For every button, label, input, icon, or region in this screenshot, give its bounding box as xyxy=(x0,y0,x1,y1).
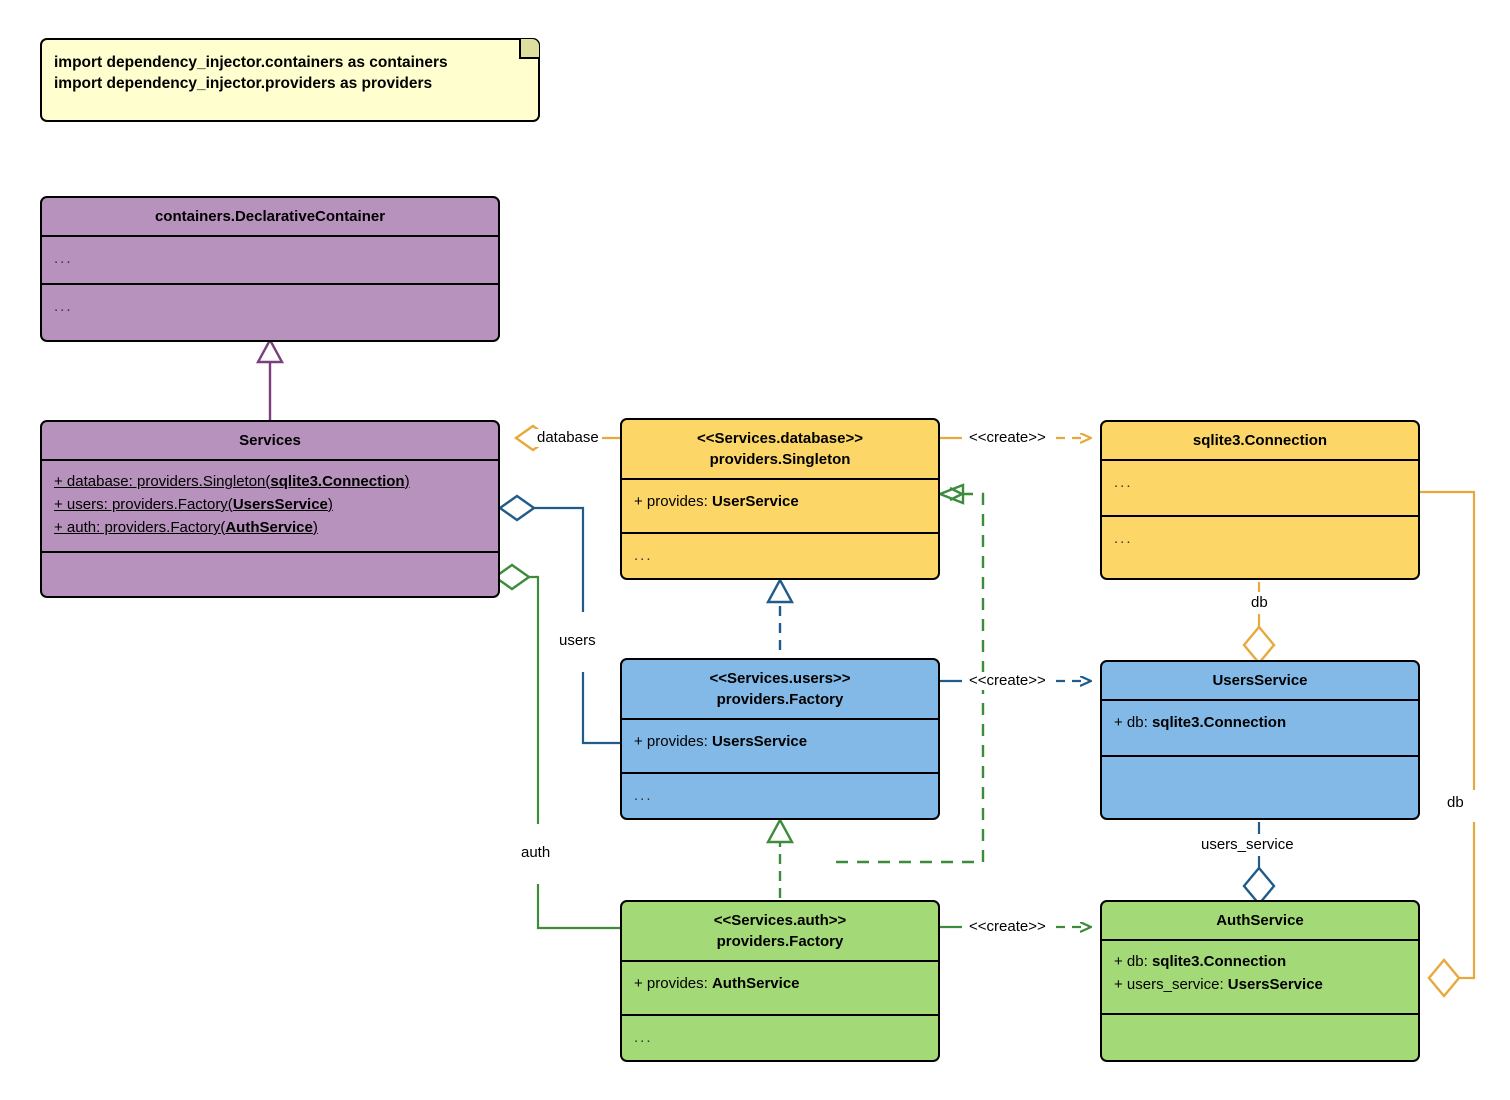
attributes-compartment: + db: sqlite3.Connection xyxy=(1102,701,1418,755)
class-name: providers.Singleton xyxy=(709,451,851,468)
attribute-provides: + provides: AuthService xyxy=(634,975,800,992)
attribute-users: + users: providers.Factory(UsersService) xyxy=(54,496,333,513)
edge-label-database: database xyxy=(534,429,602,447)
edge-label-db-auth: db xyxy=(1444,794,1467,812)
attributes-compartment: ... xyxy=(1102,461,1418,515)
class-name: providers.Factory xyxy=(716,691,844,708)
divider xyxy=(1102,1013,1418,1015)
divider xyxy=(622,718,938,720)
divider xyxy=(42,459,498,461)
class-title-declarative-container: containers.DeclarativeContainer xyxy=(154,208,386,225)
methods-compartment xyxy=(42,553,498,593)
class-services-database[interactable]: <<Services.database>> providers.Singleto… xyxy=(620,418,940,580)
divider xyxy=(622,478,938,480)
class-title-services-database: <<Services.database>> providers.Singleto… xyxy=(622,420,938,478)
divider xyxy=(622,960,938,962)
class-title-users-service: UsersService xyxy=(1212,672,1308,689)
attributes-compartment: ... xyxy=(42,237,498,283)
methods-compartment: ... xyxy=(622,1016,938,1060)
class-declarative-container[interactable]: containers.DeclarativeContainer ... ... xyxy=(40,196,500,342)
class-title-services-auth: <<Services.auth>> providers.Factory xyxy=(622,902,938,960)
divider xyxy=(42,283,498,285)
method-placeholder: ... xyxy=(634,1029,653,1046)
class-auth-service[interactable]: AuthService + db: sqlite3.Connection + u… xyxy=(1100,900,1420,1062)
edge-label-users-service: users_service xyxy=(1198,836,1297,854)
edge-aggregation-auth xyxy=(492,563,620,930)
class-title-auth-service: AuthService xyxy=(1216,912,1304,929)
attribute-placeholder: ... xyxy=(54,250,73,267)
edge-label-users: users xyxy=(556,632,599,650)
method-placeholder: ... xyxy=(634,547,653,564)
edge-label-db-users: db xyxy=(1248,594,1271,612)
class-services-users[interactable]: <<Services.users>> providers.Factory + p… xyxy=(620,658,940,820)
attribute-db: + db: sqlite3.Connection xyxy=(1114,714,1287,731)
class-sqlite3-connection[interactable]: sqlite3.Connection ... ... xyxy=(1100,420,1420,580)
class-stereotype: <<Services.auth>> xyxy=(713,912,847,929)
methods-compartment: ... xyxy=(42,285,498,331)
methods-compartment: ... xyxy=(1102,517,1418,571)
class-services-auth[interactable]: <<Services.auth>> providers.Factory + pr… xyxy=(620,900,940,1062)
attribute-database: + database: providers.Singleton(sqlite3.… xyxy=(54,473,410,490)
divider xyxy=(1102,755,1418,757)
attributes-compartment: + provides: AuthService xyxy=(622,962,938,1014)
method-placeholder: ... xyxy=(634,787,653,804)
class-title-services-users: <<Services.users>> providers.Factory xyxy=(622,660,938,718)
attribute-users-service: + users_service: UsersService xyxy=(1114,976,1323,993)
methods-compartment: ... xyxy=(622,534,938,578)
divider xyxy=(42,235,498,237)
edge-inheritance-services-container xyxy=(255,337,285,420)
methods-compartment xyxy=(1102,1015,1418,1059)
divider xyxy=(1102,939,1418,941)
class-title-services: Services xyxy=(239,432,301,449)
edge-label-auth: auth xyxy=(518,844,554,862)
class-users-service[interactable]: UsersService + db: sqlite3.Connection xyxy=(1100,660,1420,820)
methods-compartment: ... xyxy=(622,774,938,818)
class-stereotype: <<Services.database>> xyxy=(697,430,863,447)
edge-aggregation-db-auth xyxy=(1420,490,1476,998)
attributes-compartment: + provides: UsersService xyxy=(622,720,938,772)
divider xyxy=(1102,699,1418,701)
class-services[interactable]: Services + database: providers.Singleton… xyxy=(40,420,500,598)
attribute-auth: + auth: providers.Factory(AuthService) xyxy=(54,519,318,536)
note-line-1: import dependency_injector.containers as… xyxy=(54,54,448,71)
class-stereotype: <<Services.users>> xyxy=(709,670,851,687)
attributes-compartment: + database: providers.Singleton(sqlite3.… xyxy=(42,461,498,551)
attribute-provides: + provides: UsersService xyxy=(634,733,808,750)
imports-note: import dependency_injector.containers as… xyxy=(40,38,540,122)
divider xyxy=(1102,515,1418,517)
divider xyxy=(1102,459,1418,461)
note-folded-corner xyxy=(519,39,539,59)
attribute-provides: + provides: UserService xyxy=(634,493,799,510)
attributes-compartment: + provides: UserService xyxy=(622,480,938,532)
method-placeholder: ... xyxy=(54,298,73,315)
attribute-db: + db: sqlite3.Connection xyxy=(1114,953,1287,970)
method-placeholder: ... xyxy=(1114,530,1133,547)
edge-label-create-users: <<create>> xyxy=(966,672,1049,690)
divider xyxy=(42,551,498,553)
edge-label-create-database: <<create>> xyxy=(966,429,1049,447)
divider xyxy=(622,1014,938,1016)
divider xyxy=(622,772,938,774)
note-line-2: import dependency_injector.providers as … xyxy=(54,75,433,92)
divider xyxy=(622,532,938,534)
edge-aggregation-users-service xyxy=(1242,822,1276,906)
edge-aggregation-users xyxy=(497,494,620,745)
attributes-compartment: + db: sqlite3.Connection + users_service… xyxy=(1102,941,1418,1013)
edge-label-create-auth: <<create>> xyxy=(966,918,1049,936)
class-name: providers.Factory xyxy=(716,933,844,950)
edge-realization-auth-users xyxy=(765,817,795,898)
methods-compartment xyxy=(1102,757,1418,811)
class-title-sqlite3-connection: sqlite3.Connection xyxy=(1192,432,1328,449)
edge-realization-users-database xyxy=(765,577,795,650)
attribute-placeholder: ... xyxy=(1114,474,1133,491)
